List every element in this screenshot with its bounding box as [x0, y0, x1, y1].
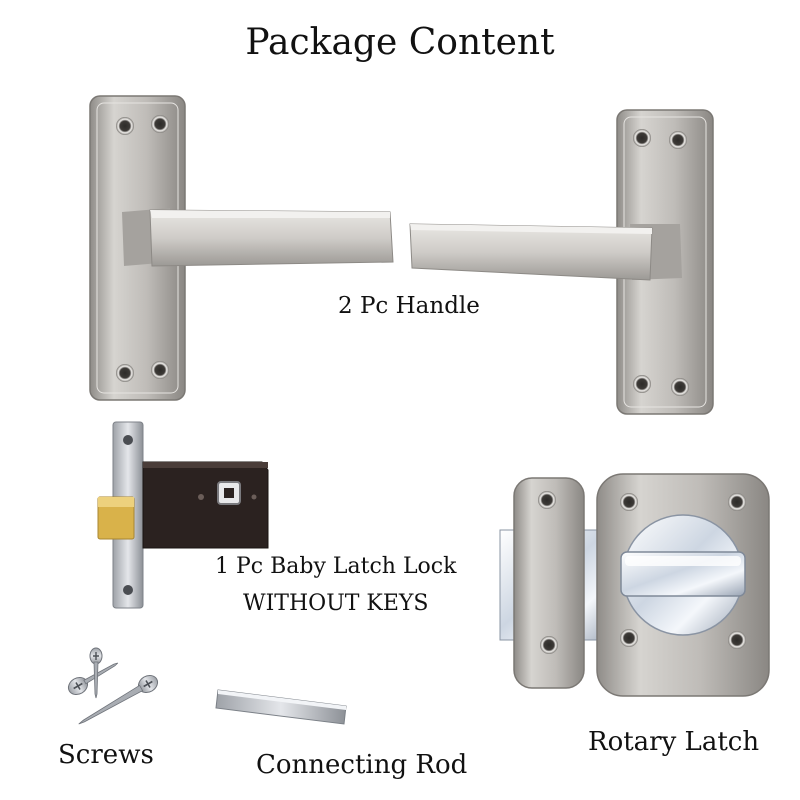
latch-lock-note: WITHOUT KEYS [243, 591, 429, 616]
rotary-latch [499, 473, 770, 697]
rotary-latch-label: Rotary Latch [588, 727, 760, 757]
left-door-handle [89, 95, 394, 401]
screws-label: Screws [58, 740, 154, 770]
latch-lock-label: 1 Pc Baby Latch Lock [215, 554, 457, 579]
connecting-rod-label: Connecting Rod [256, 750, 468, 780]
baby-latch-lock [97, 421, 269, 609]
screws [67, 647, 159, 725]
right-door-handle [409, 109, 714, 415]
connecting-rod [215, 689, 347, 725]
handle-label: 2 Pc Handle [338, 293, 480, 319]
page-title: Package Content [245, 22, 555, 63]
